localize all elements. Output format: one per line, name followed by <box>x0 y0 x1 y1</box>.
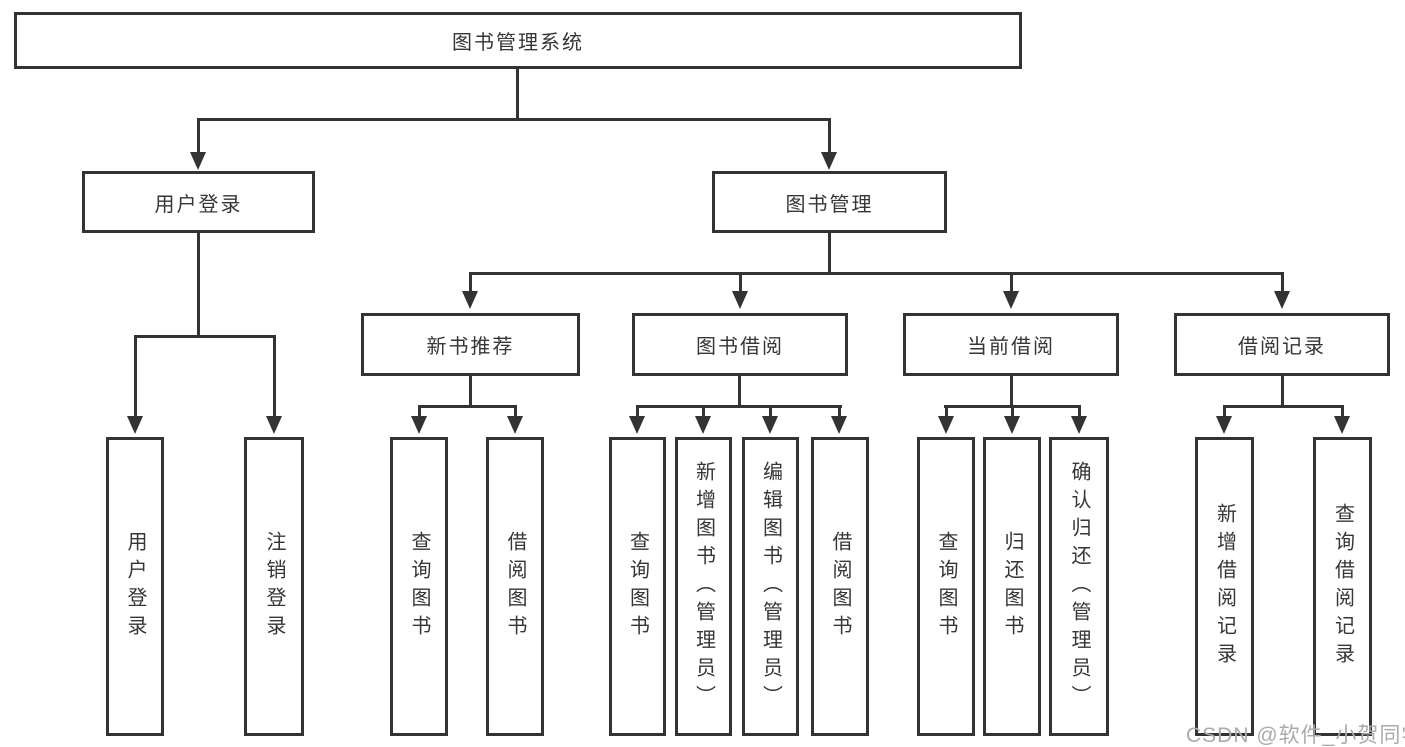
connector-user-login-stem <box>197 118 200 154</box>
arrow-down-icon <box>507 416 523 434</box>
node-user-login: 用户登录 <box>82 171 315 233</box>
leaf-records-query: 查询借阅记录 <box>1313 437 1372 736</box>
connector-leaf-stem <box>838 405 841 417</box>
connector-leaf-stem <box>1078 405 1081 417</box>
connector-group-branch <box>636 405 842 408</box>
leaf-borrow-borrow-books: 借阅图书 <box>811 437 869 736</box>
arrow-down-icon <box>831 416 847 434</box>
connector-leaf-stem <box>1223 405 1226 417</box>
connector-book-mgmt-stem <box>828 118 831 154</box>
arrow-down-icon <box>938 416 954 434</box>
leaf-new-books-query: 查询图书 <box>390 437 448 736</box>
connector-book-mgmt-down <box>828 233 831 272</box>
connector-leaf-stem <box>418 405 421 417</box>
node-new-book-recommend: 新书推荐 <box>361 313 580 376</box>
connector-leaf-stem <box>514 405 517 417</box>
node-library-management-system: 图书管理系统 <box>14 12 1022 69</box>
node-current-borrow: 当前借阅 <box>903 313 1119 376</box>
connector-root-branch <box>197 118 831 121</box>
connector-leaf-stem <box>636 405 639 417</box>
arrow-down-icon <box>462 291 478 309</box>
arrow-down-icon <box>1334 416 1350 434</box>
arrow-down-icon <box>190 152 206 170</box>
arrow-down-icon <box>695 416 711 434</box>
leaf-current-confirm-return-admin: 确认归还（管理员） <box>1049 437 1109 736</box>
connector-root-stem <box>516 69 519 118</box>
arrow-down-icon <box>1003 291 1019 309</box>
connector-group-down <box>469 376 472 405</box>
leaf-borrow-add-books-admin: 新增图书（管理员） <box>675 437 732 736</box>
arrow-down-icon <box>1216 416 1232 434</box>
connector-leaf-stem <box>945 405 948 417</box>
node-book-borrow: 图书借阅 <box>632 313 848 376</box>
connector-group-stem <box>739 272 742 292</box>
connector-group-branch <box>418 405 517 408</box>
arrow-down-icon <box>266 416 282 434</box>
connector-book-mgmt-branch <box>469 272 1283 275</box>
arrow-down-icon <box>1004 416 1020 434</box>
leaf-logout: 注销登录 <box>244 437 304 736</box>
arrow-down-icon <box>732 291 748 309</box>
arrow-down-icon <box>762 416 778 434</box>
connector-leaf-stem <box>134 335 137 416</box>
connector-user-login-down <box>197 233 200 335</box>
connector-leaf-stem <box>1011 405 1014 417</box>
connector-leaf-stem <box>702 405 705 417</box>
arrow-down-icon <box>821 152 837 170</box>
connector-group-branch <box>1223 405 1344 408</box>
connector-leaf-stem <box>769 405 772 417</box>
leaf-new-books-borrow: 借阅图书 <box>486 437 544 736</box>
connector-group-down <box>1010 376 1013 405</box>
leaf-borrow-edit-books-admin: 编辑图书（管理员） <box>742 437 799 736</box>
connector-group-down <box>738 376 741 405</box>
arrow-down-icon <box>1071 416 1087 434</box>
node-borrow-records: 借阅记录 <box>1174 313 1390 376</box>
connector-leaf-stem <box>273 335 276 416</box>
connector-leaf-stem <box>1341 405 1344 417</box>
leaf-borrow-query-books: 查询图书 <box>609 437 666 736</box>
leaf-current-query-books: 查询图书 <box>917 437 975 736</box>
leaf-user-login: 用户登录 <box>106 437 164 736</box>
node-book-management: 图书管理 <box>712 171 947 233</box>
arrow-down-icon <box>1274 291 1290 309</box>
connector-group-down <box>1281 376 1284 405</box>
arrow-down-icon <box>629 416 645 434</box>
connector-group-stem <box>469 272 472 292</box>
arrow-down-icon <box>127 416 143 434</box>
leaf-current-return-books: 归还图书 <box>983 437 1041 736</box>
leaf-records-add: 新增借阅记录 <box>1195 437 1254 736</box>
connector-group-stem <box>1010 272 1013 292</box>
arrow-down-icon <box>411 416 427 434</box>
csdn-watermark: CSDN @软件_小贺同学 <box>1186 724 1405 747</box>
connector-user-login-branch <box>134 335 276 338</box>
connector-group-stem <box>1281 272 1284 292</box>
